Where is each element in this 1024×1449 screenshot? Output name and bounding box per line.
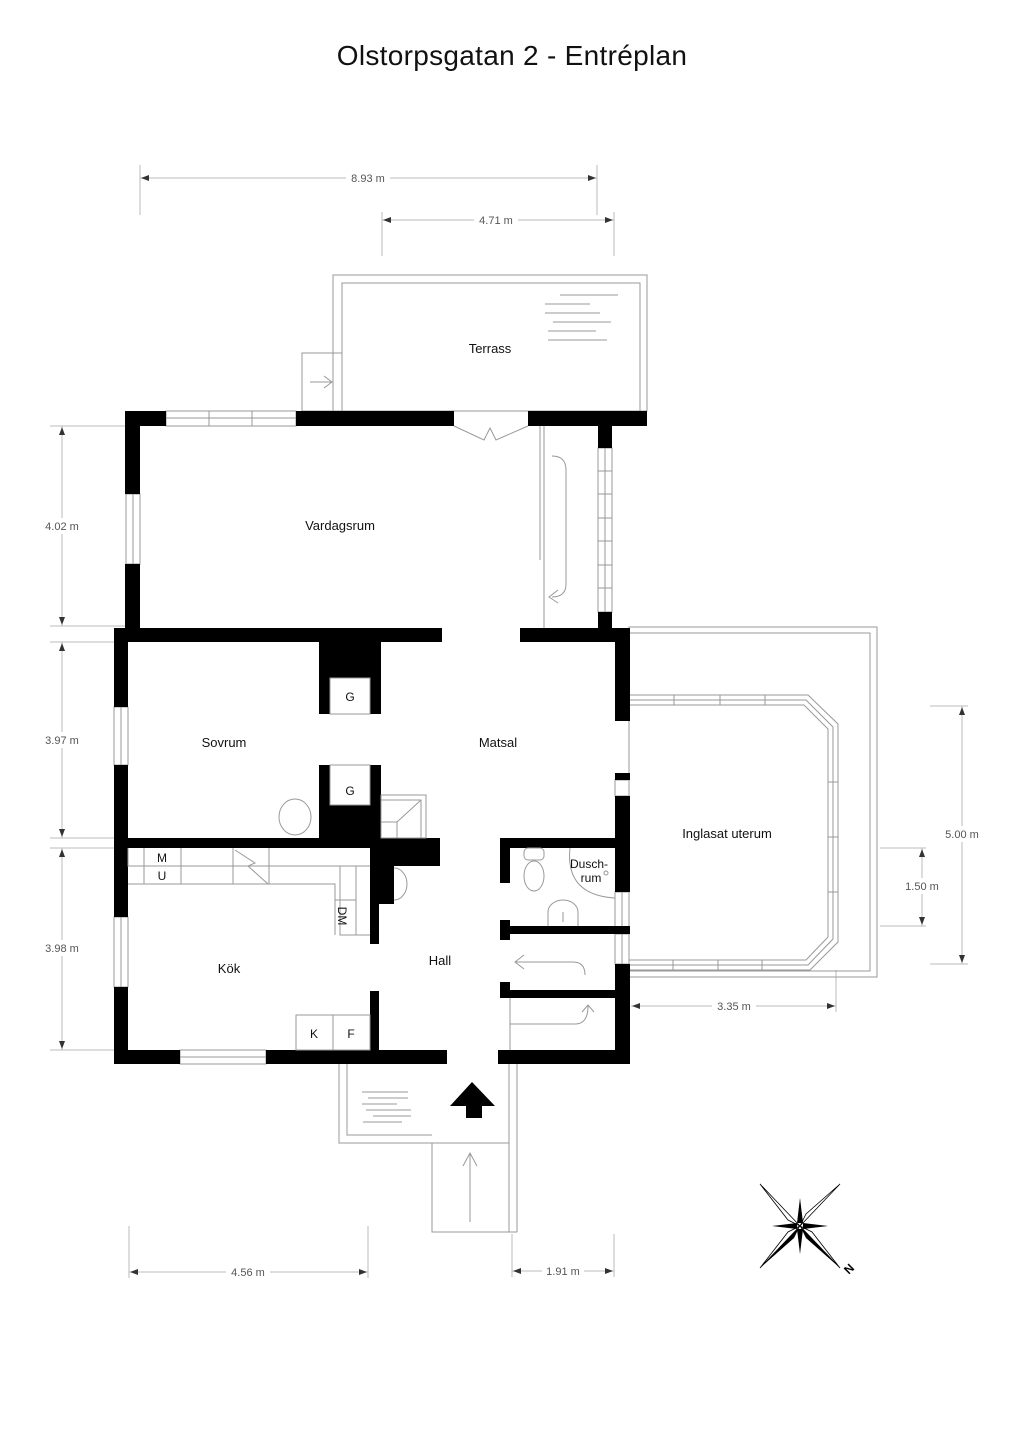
walls bbox=[114, 411, 647, 1064]
terrace: Terrass bbox=[301, 274, 648, 412]
fixture-m: M bbox=[157, 851, 167, 865]
windows bbox=[113, 410, 630, 1065]
dimension-sovrum-height: 3.97 m bbox=[38, 641, 118, 839]
dimension-bottom-left-width: 4.56 m bbox=[128, 1226, 369, 1279]
fixture-g-top: G bbox=[345, 690, 354, 704]
fixture-u: U bbox=[158, 869, 167, 883]
svg-text:8.93 m: 8.93 m bbox=[351, 173, 385, 185]
fixture-f: F bbox=[347, 1027, 354, 1041]
svg-text:4.02 m: 4.02 m bbox=[45, 521, 79, 533]
entrance-arrow-icon bbox=[450, 1082, 495, 1118]
compass-rose-icon: N bbox=[759, 1183, 857, 1277]
svg-text:N: N bbox=[841, 1261, 857, 1277]
entrance-steps bbox=[338, 1064, 518, 1233]
svg-text:3.98 m: 3.98 m bbox=[45, 943, 79, 955]
fixture-k: K bbox=[310, 1027, 318, 1041]
interior-fixtures: G G M U DM K F bbox=[127, 425, 616, 1051]
room-label-duschrum-2: rum bbox=[581, 871, 602, 885]
dimension-terrace-width: 4.71 m bbox=[381, 212, 615, 256]
room-label-terrass: Terrass bbox=[469, 341, 512, 356]
room-label-kok: Kök bbox=[218, 961, 241, 976]
svg-text:3.35 m: 3.35 m bbox=[717, 1001, 751, 1013]
dimension-uterum-height: 5.00 m bbox=[930, 705, 986, 965]
room-label-duschrum-1: Dusch- bbox=[570, 857, 608, 871]
svg-text:4.71 m: 4.71 m bbox=[479, 215, 513, 227]
svg-text:3.97 m: 3.97 m bbox=[45, 735, 79, 747]
dimension-total-width: 8.93 m bbox=[139, 165, 598, 215]
room-label-matsal: Matsal bbox=[479, 735, 517, 750]
fixture-dm: DM bbox=[335, 907, 349, 926]
room-label-inglasat-uterum: Inglasat uterum bbox=[682, 826, 772, 841]
fixture-g-bottom: G bbox=[345, 784, 354, 798]
room-label-vardagsrum: Vardagsrum bbox=[305, 518, 375, 533]
dimension-uterum-width: 3.35 m bbox=[631, 970, 837, 1013]
inglasat-uterum: Inglasat uterum bbox=[628, 626, 878, 978]
svg-text:4.56 m: 4.56 m bbox=[231, 1267, 265, 1279]
dimension-uterum-opening: 1.50 m bbox=[880, 847, 944, 927]
terrace-steps-lines bbox=[545, 294, 618, 341]
plan-title: Olstorpsgatan 2 - Entréplan bbox=[336, 40, 688, 71]
svg-text:1.91 m: 1.91 m bbox=[546, 1266, 580, 1278]
svg-text:1.50 m: 1.50 m bbox=[905, 881, 939, 893]
dimension-vardagsrum-height: 4.02 m bbox=[38, 425, 128, 627]
room-label-sovrum: Sovrum bbox=[202, 735, 247, 750]
room-label-hall: Hall bbox=[429, 953, 452, 968]
dimension-entrance-width: 1.91 m bbox=[511, 1234, 615, 1278]
dimension-kok-height: 3.98 m bbox=[38, 847, 118, 1051]
svg-text:5.00 m: 5.00 m bbox=[945, 829, 979, 841]
